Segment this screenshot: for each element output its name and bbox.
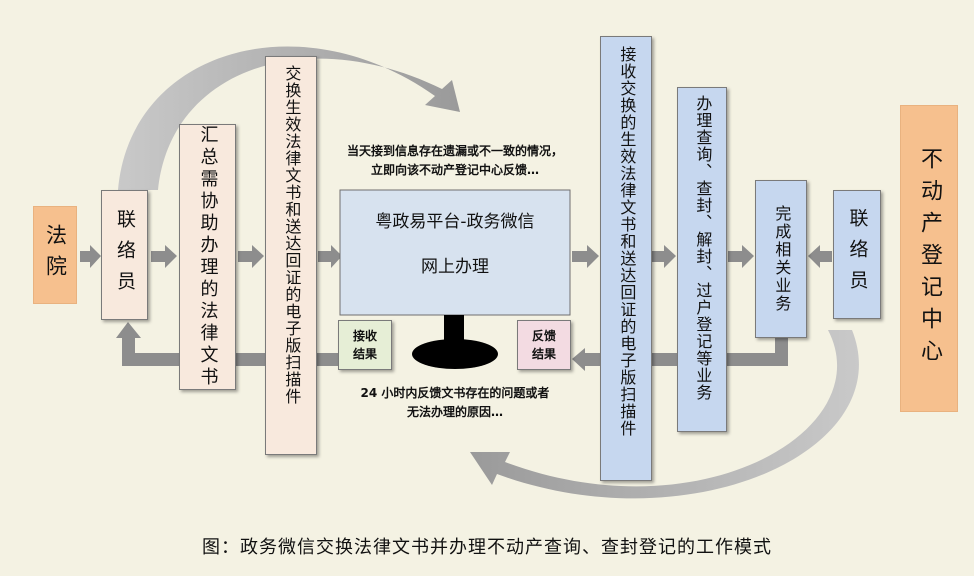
registration-center-box: 不动产登记中心: [900, 105, 958, 412]
note-bottom-line2: 无法办理的原因…: [406, 404, 503, 419]
platform-subtitle: 网上办理: [421, 257, 489, 277]
court-label: 法院: [43, 224, 68, 286]
left-liaison-box: 联络员: [101, 190, 148, 320]
right-liaison-label: 联络员: [846, 208, 869, 301]
handle-business-label: 办理查询、查封、解封、过户登记等业务: [693, 94, 713, 401]
note-bottom: 24 小时内反馈文书存在的问题或者 无法办理的原因…: [340, 384, 570, 421]
arrow-liaison-to-complete: [808, 245, 832, 268]
arrow-court-to-liaison: [80, 245, 101, 268]
note-top-line1: 当天接到信息存在遗漏或不一致的情况，: [346, 144, 563, 158]
arrow-exchange-to-platform: [318, 245, 342, 268]
platform-title: 粤政易平台-政务微信: [375, 212, 535, 232]
receive-docs-box: 接收交换的生效法律文书和送达回证的电子版扫描件: [600, 36, 652, 481]
feedback-result-line2: 结果: [531, 347, 556, 361]
note-bottom-line1: 24 小时内反馈文书存在的问题或者: [360, 386, 550, 400]
receive-result-line1: 接收: [352, 329, 377, 343]
arrow-handle-to-complete: [728, 245, 754, 268]
monitor-base: [412, 339, 498, 369]
monitor-neck: [444, 315, 464, 347]
exchange-box: 交换生效法律文书和送达回证的电子版扫描件: [265, 56, 317, 455]
feedback-result-box: 反馈 结果: [517, 320, 571, 370]
left-liaison-label: 联络员: [114, 208, 136, 302]
summary-label: 汇总需协助办理的法律文书: [197, 125, 219, 389]
note-top-line2: 立即向该不动产登记中心反馈…: [370, 162, 539, 177]
receive-result-line2: 结果: [352, 347, 377, 361]
figure-caption: 图：政务微信交换法律文书并办理不动产查询、查封登记的工作模式: [202, 537, 772, 558]
complete-box: 完成相关业务: [755, 180, 807, 338]
summary-box: 汇总需协助办理的法律文书: [179, 124, 236, 390]
arrow-summary-to-exchange: [238, 245, 264, 268]
feedback-result-line1: 反馈: [531, 329, 556, 343]
note-top: 当天接到信息存在遗漏或不一致的情况， 立即向该不动产登记中心反馈…: [325, 142, 585, 179]
monitor-screen: [339, 189, 571, 316]
exchange-label: 交换生效法律文书和送达回证的电子版扫描件: [282, 64, 302, 405]
arrow-liaison-to-summary: [151, 245, 177, 268]
handle-business-box: 办理查询、查封、解封、过户登记等业务: [677, 87, 727, 432]
receive-docs-label: 接收交换的生效法律文书和送达回证的电子版扫描件: [617, 46, 637, 437]
arrow-receive-to-handle: [652, 245, 676, 268]
right-liaison-box: 联络员: [833, 190, 881, 319]
top-curved-arrow: [118, 46, 460, 190]
registration-center-label: 不动产登记中心: [917, 146, 942, 371]
arrow-platform-to-receive: [572, 245, 599, 268]
complete-label: 完成相关业务: [772, 205, 792, 313]
court-box: 法院: [33, 206, 77, 304]
receive-result-box: 接收 结果: [338, 320, 392, 370]
